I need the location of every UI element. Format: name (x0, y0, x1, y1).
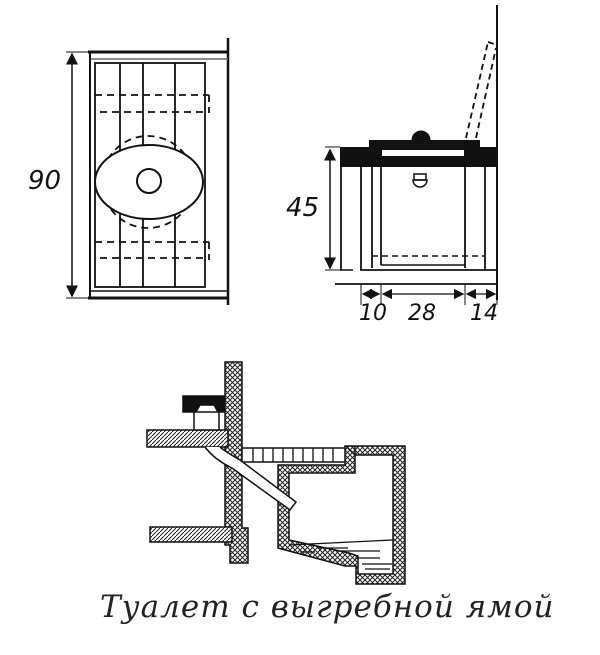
cesspit (277, 445, 406, 585)
hinge-icon (412, 173, 428, 188)
vent-grille (241, 447, 347, 463)
floor-slab (146, 429, 229, 448)
open-lid-dashed (465, 41, 498, 139)
drain-pipe (204, 446, 298, 512)
side-view (324, 5, 498, 305)
waste-level (300, 547, 392, 570)
lower-slab (149, 526, 233, 543)
side-height-label: 45 (286, 193, 319, 223)
toilet-seat (182, 395, 225, 413)
section-view (146, 361, 406, 585)
width-label-left: 10 (359, 301, 387, 326)
plan-height-label: 90 (28, 166, 61, 196)
plan-view (66, 38, 230, 305)
width-label-right: 14 (470, 301, 498, 326)
width-label-middle: 28 (408, 301, 436, 326)
caption: Туалет с выгребной ямой (100, 589, 555, 625)
